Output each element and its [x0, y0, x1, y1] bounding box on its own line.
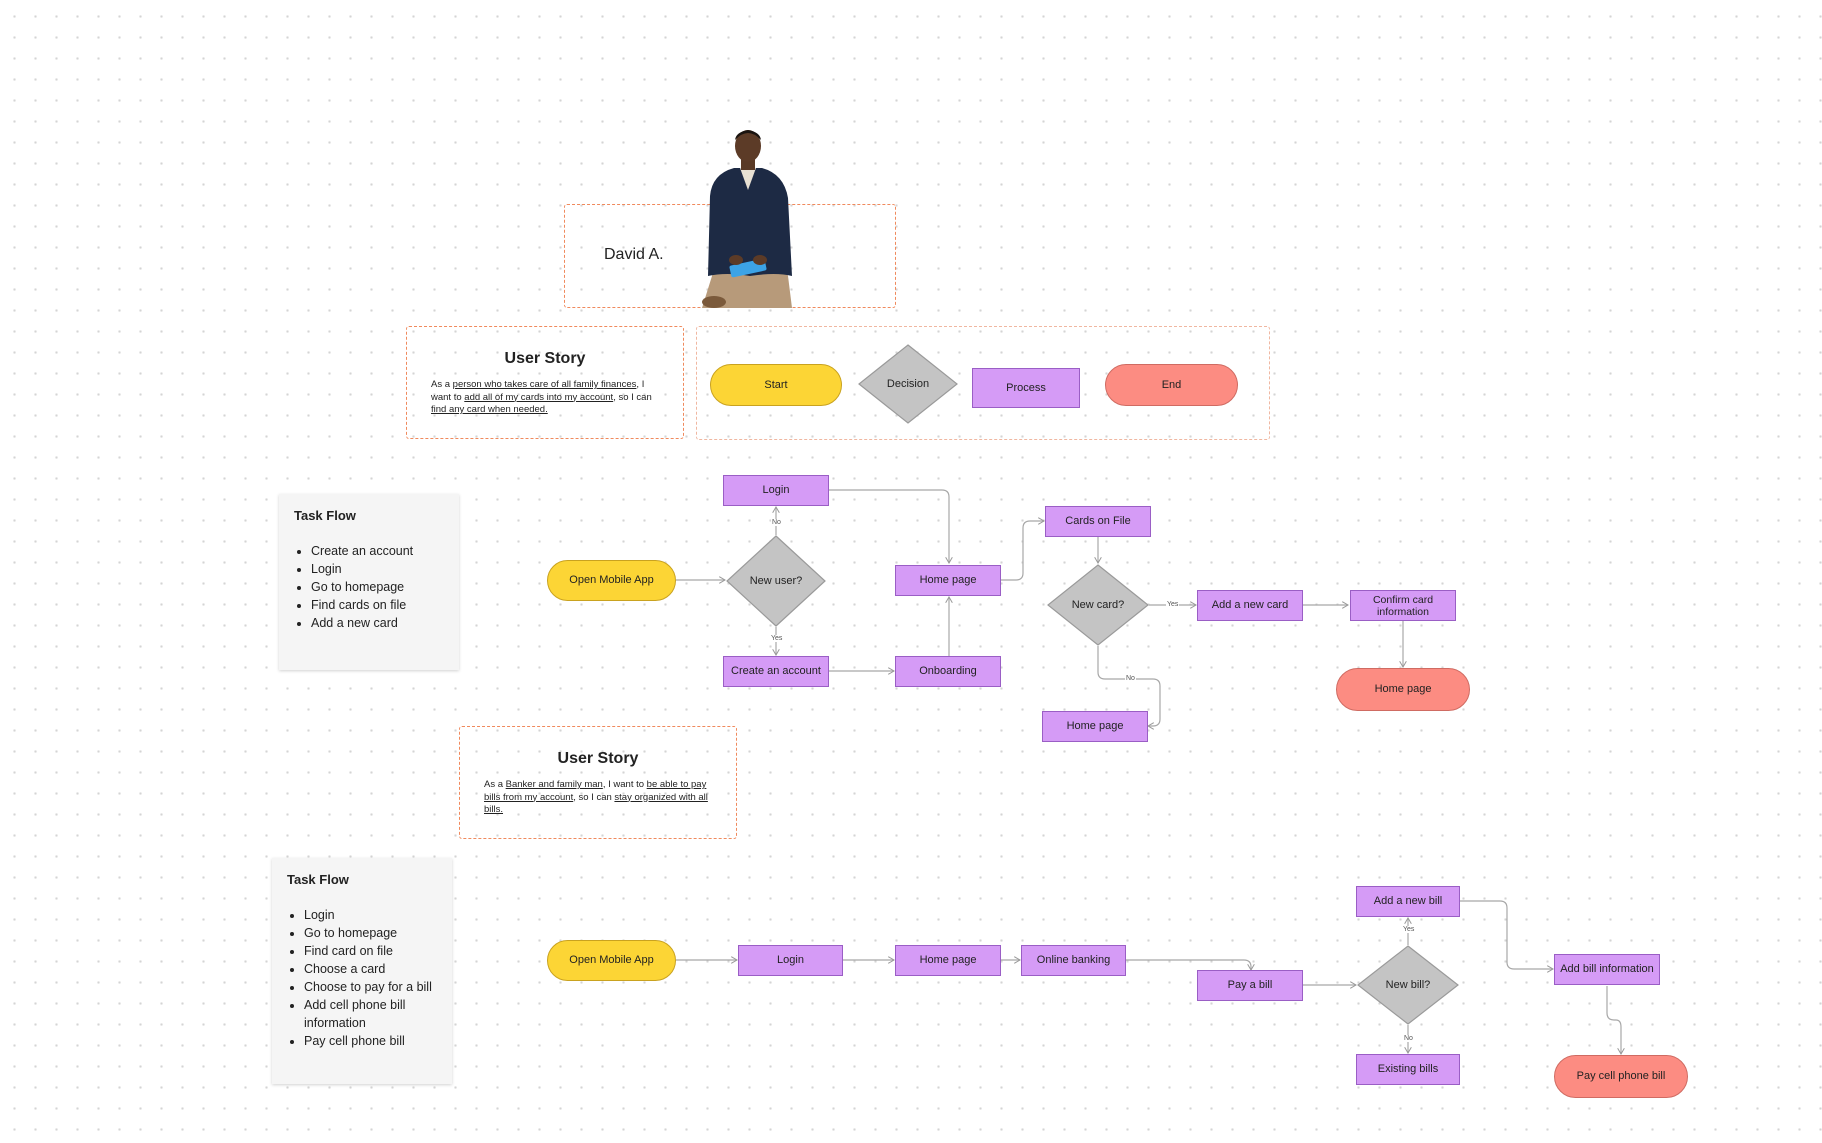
- story2-t3: , so I can: [573, 791, 615, 803]
- flow1-open-app: Open Mobile App: [547, 560, 676, 601]
- story2-u3: stay organized with all bills.: [484, 791, 708, 816]
- flow2-yes-label: Yes: [1402, 926, 1416, 933]
- task-flow-2-title: Task Flow: [287, 872, 349, 887]
- legend-end: End: [1105, 364, 1238, 406]
- arrow-home-to-cards: [1001, 521, 1044, 581]
- story2-u2: be able to pay bills from my account: [484, 779, 707, 803]
- list-item: Login: [304, 906, 464, 924]
- flow2-open-app: Open Mobile App: [547, 940, 676, 981]
- flow2-pay-bill: Pay a bill: [1197, 970, 1303, 1001]
- flow2-no-label: No: [1403, 1035, 1414, 1042]
- task-flow-1: Task Flow Create an account Login Go to …: [279, 494, 459, 670]
- list-item: Create an account: [311, 542, 471, 560]
- flow1-confirm-card: Confirm card information: [1350, 590, 1456, 621]
- story1-t2: , I want to: [431, 379, 645, 403]
- user-story-2: User Story As a Banker and family man, I…: [459, 726, 737, 839]
- flow1-home-page-end: Home page: [1336, 668, 1470, 711]
- list-item: Choose a card: [304, 960, 464, 978]
- arrow-login-to-home: [829, 489, 949, 563]
- list-item: Go to homepage: [311, 578, 471, 596]
- flow1-card-no-label: No: [1125, 675, 1136, 682]
- list-item: Add a new card: [311, 614, 471, 632]
- decision-diamond-icon: [1357, 945, 1459, 1025]
- user-story-2-text: As a Banker and family man, I want to be…: [484, 779, 714, 817]
- legend-decision-label: Decision: [886, 378, 930, 390]
- story1-u2: add all of my cards into my account: [464, 391, 614, 403]
- user-story-1: User Story As a person who takes care of…: [406, 326, 684, 439]
- list-item: Add cell phone bill information: [304, 996, 464, 1032]
- decision-diamond-icon: [858, 344, 958, 424]
- flow2-home-page: Home page: [895, 945, 1001, 976]
- flow1-login: Login: [723, 475, 829, 506]
- flow2-add-bill-info: Add bill information: [1554, 954, 1660, 985]
- task-flow-2: Task Flow Login Go to homepage Find card…: [272, 858, 452, 1084]
- decision-diamond-icon: [726, 535, 826, 627]
- list-item: Find cards on file: [311, 596, 471, 614]
- task-flow-1-list: Create an account Login Go to homepage F…: [294, 542, 471, 632]
- flow1-yes-label: Yes: [770, 635, 784, 642]
- legend-decision: Decision: [858, 344, 958, 424]
- list-item: Go to homepage: [304, 924, 464, 942]
- task-flow-2-list: Login Go to homepage Find card on file C…: [287, 906, 464, 1050]
- user-story-1-title: User Story: [504, 350, 586, 367]
- list-item: Login: [311, 560, 471, 578]
- story1-u1: person who takes care of all family fina…: [452, 379, 637, 390]
- flow1-cards-on-file: Cards on File: [1045, 506, 1151, 537]
- story2-t1: As a: [484, 779, 506, 790]
- flow2-login: Login: [738, 945, 843, 976]
- flow1-new-user: New user?: [726, 535, 826, 627]
- flow1-home-page-no: Home page: [1042, 711, 1148, 742]
- story2-u1: Banker and family man: [505, 779, 603, 790]
- flow1-onboarding: Onboarding: [895, 656, 1001, 687]
- persona-photo: [702, 130, 792, 308]
- flow2-online-banking: Online banking: [1021, 945, 1126, 976]
- arrow-addbill-to-addinfo: [1460, 900, 1553, 969]
- flow2-existing-bills: Existing bills: [1356, 1054, 1460, 1085]
- flow1-home-page: Home page: [895, 565, 1001, 596]
- flow2-pay-cell: Pay cell phone bill: [1554, 1055, 1688, 1098]
- task-flow-1-title: Task Flow: [294, 508, 356, 523]
- list-item: Pay cell phone bill: [304, 1032, 464, 1050]
- user-story-2-title: User Story: [557, 750, 639, 767]
- persona-name: David A.: [604, 246, 664, 263]
- flow1-card-yes-label: Yes: [1166, 601, 1180, 608]
- story1-u3: find any card when needed.: [431, 404, 548, 415]
- flow1-create-account: Create an account: [723, 656, 829, 687]
- flow1-new-card: New card?: [1047, 564, 1149, 646]
- decision-diamond-icon: [1047, 564, 1149, 646]
- story1-t3: , so I can: [613, 391, 652, 403]
- flow1-add-new-card: Add a new card: [1197, 590, 1303, 621]
- arrow-addinfo-to-paycell: [1606, 986, 1621, 1054]
- arrow-online-to-paybill: [1126, 959, 1251, 970]
- legend-process: Process: [972, 368, 1080, 408]
- legend-frame: [696, 326, 1270, 440]
- flow1-no-label: No: [771, 519, 782, 526]
- flow2-new-bill: New bill?: [1357, 945, 1459, 1025]
- list-item: Choose to pay for a bill: [304, 978, 464, 996]
- flow1-new-user-label: New user?: [749, 575, 803, 587]
- flow2-add-new-bill: Add a new bill: [1356, 886, 1460, 917]
- flow1-new-card-label: New card?: [1071, 599, 1125, 611]
- story1-t1: As a: [431, 379, 453, 390]
- flow2-new-bill-label: New bill?: [1385, 979, 1431, 991]
- arrow-newcard-to-homeno: [1097, 646, 1161, 726]
- legend-start: Start: [710, 364, 842, 406]
- list-item: Find card on file: [304, 942, 464, 960]
- story2-t2: , I want to: [602, 779, 647, 790]
- user-story-1-text: As a person who takes care of all family…: [431, 379, 661, 417]
